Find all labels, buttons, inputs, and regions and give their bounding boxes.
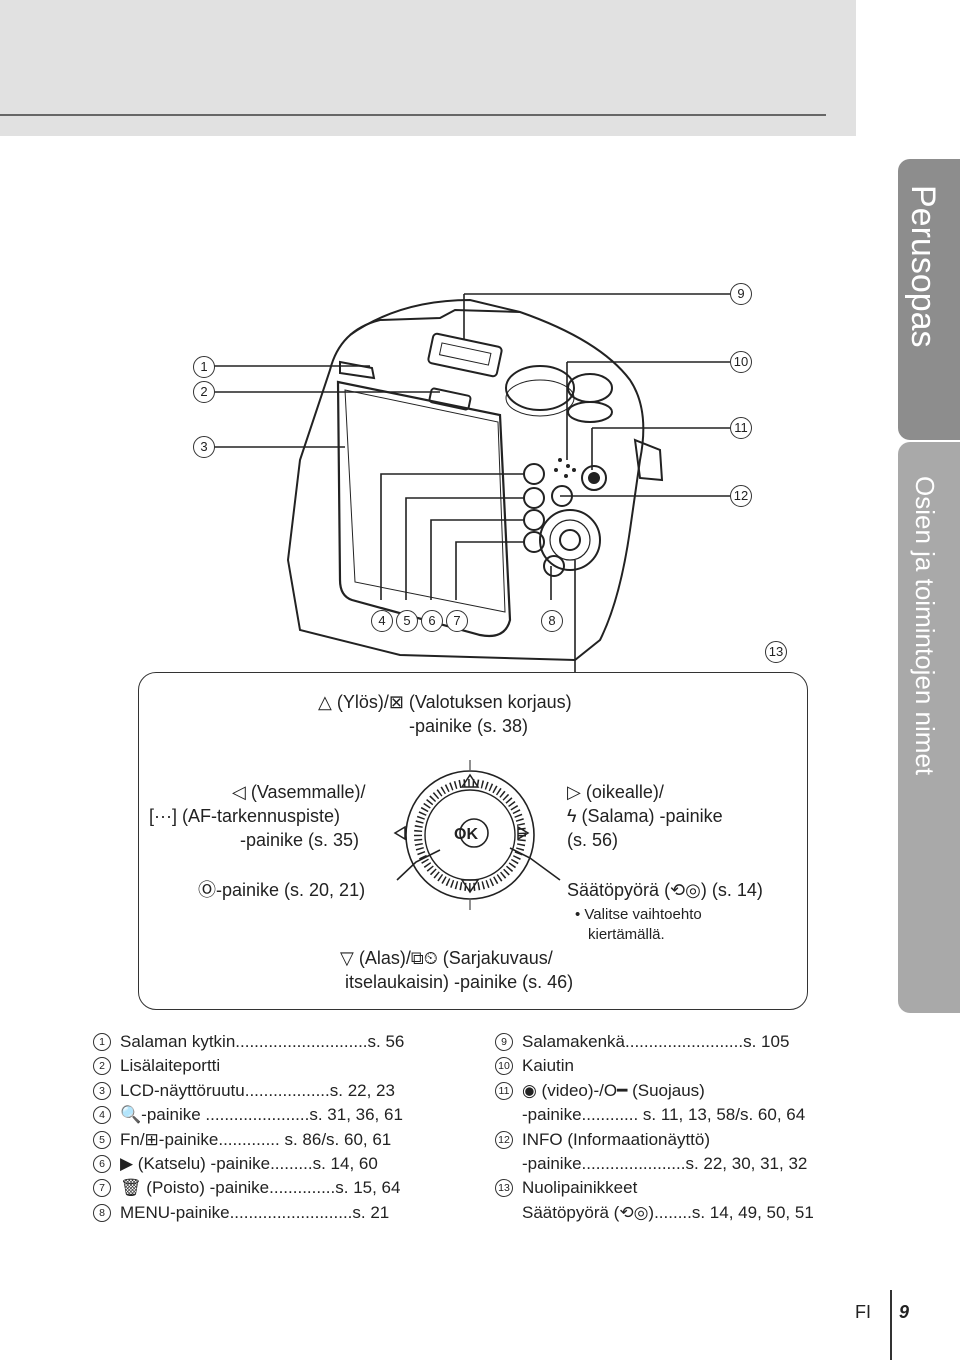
left-button-page: -painike (s. 35) xyxy=(240,830,360,850)
arrow-pad-panel xyxy=(138,672,808,1010)
list-item: Säätöpyörä (⟲◎)........s. 14, 49, 50, 51 xyxy=(522,1202,814,1222)
fn-button xyxy=(523,487,545,509)
callout-4: 4 xyxy=(371,610,393,632)
down-button-desc: ▽ (Alas)/⧉⏲ (Sarjakuvaus/ xyxy=(340,948,553,968)
hot-shoe xyxy=(427,332,503,378)
header-rule xyxy=(0,114,826,116)
dial-diagram xyxy=(393,760,535,910)
down-button-page: itselaukaisin) -painike (s. 46) xyxy=(345,972,574,992)
callout-10: 10 xyxy=(730,351,752,373)
callout-7: 7 xyxy=(446,610,468,632)
footer-divider xyxy=(890,1290,892,1360)
right-button-desc: ▷ (oikealle)/ xyxy=(567,782,664,802)
callout-11: 11 xyxy=(730,417,752,439)
mode-dial xyxy=(505,365,575,411)
lcd-screen xyxy=(336,380,512,638)
playback-button xyxy=(523,509,545,531)
dial-hint-2: kiertämällä. xyxy=(588,926,665,943)
callout-5: 5 xyxy=(396,610,418,632)
speaker xyxy=(554,458,576,478)
list-item: 11◉ (video)-/O━ (Suojaus) xyxy=(495,1079,865,1103)
side-tab-part-names[interactable]: Osien ja toimintojen nimet xyxy=(898,442,960,1013)
ok-button-label: OK xyxy=(454,826,478,843)
list-item: -painike............ s. 11, 13, 58/s. 60… xyxy=(522,1105,806,1125)
side-tab-basic-guide[interactable]: Perusopas xyxy=(898,159,960,440)
right-button-page: (s. 56) xyxy=(567,830,619,850)
list-item: 4🔍-painike ......................s. 31, … xyxy=(93,1103,473,1127)
ok-button-desc: Ⓞ-painike (s. 20, 21) xyxy=(198,880,366,900)
callout-2: 2 xyxy=(193,381,215,403)
page-footer: FI 9 xyxy=(855,1290,909,1360)
list-item: -painike......................s. 22, 30,… xyxy=(522,1153,808,1173)
menu-button xyxy=(543,555,565,577)
accessory-port xyxy=(428,387,472,411)
callout-13: 13 xyxy=(765,641,787,663)
language-code: FI xyxy=(855,1302,871,1322)
callout-1: 1 xyxy=(193,356,215,378)
dial-hint-1: • Valitse vaihtoehto xyxy=(575,906,702,923)
control-dial xyxy=(539,509,601,571)
up-button-page: -painike (s. 38) xyxy=(409,716,529,736)
callout-12: 12 xyxy=(730,485,752,507)
callout-6: 6 xyxy=(421,610,443,632)
left-button-desc: ◁ (Vasemmalle)/ xyxy=(232,782,366,802)
zoom-button xyxy=(523,463,545,485)
callout-8: 8 xyxy=(541,610,563,632)
left-button-af: [···] (AF-tarkennuspiste) xyxy=(149,806,341,826)
callout-9: 9 xyxy=(730,283,752,305)
page-number: 9 xyxy=(899,1302,910,1322)
camera-body-outline xyxy=(286,308,645,662)
dial-desc: Säätöpyörä (⟲◎) (s. 14) xyxy=(567,880,763,900)
list-item: 7🗑 (Poisto) -painike..............s. 15,… xyxy=(93,1176,473,1200)
header-band xyxy=(0,0,856,136)
callout-3: 3 xyxy=(193,436,215,458)
list-item: 6▶ (Katselu) -painike.........s. 14, 60 xyxy=(93,1152,473,1176)
video-button xyxy=(581,465,607,491)
up-button-desc: △ (Ylös)/⊠ (Valotuksen korjaus) xyxy=(318,692,572,712)
right-button-flash: ϟ (Salama) -painike xyxy=(567,806,723,826)
flash-switch xyxy=(339,360,376,380)
strap-lug xyxy=(633,438,664,482)
